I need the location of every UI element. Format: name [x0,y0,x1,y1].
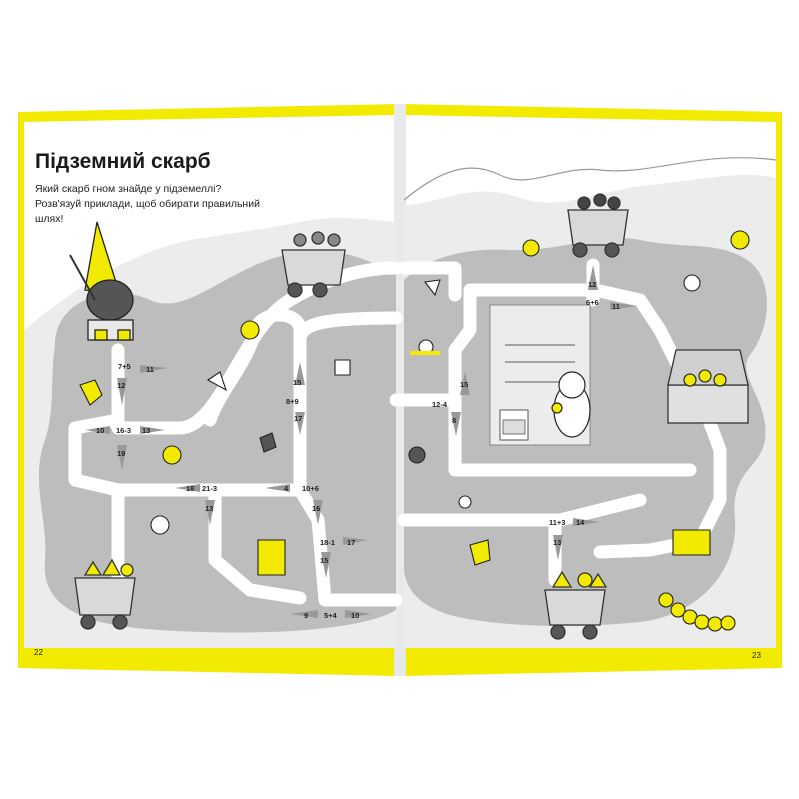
answer-label: 13 [553,538,562,547]
answer-label: 11 [146,365,154,374]
answer-label: 17 [294,414,303,423]
treasure-chest [667,349,749,424]
answer-label: 4 [284,484,289,493]
cart-gold-left [74,558,136,630]
page-title: Підземний скарб [35,150,211,173]
answer-label: 19 [117,449,126,458]
equation-label: 18-1 [320,538,336,547]
answer-label: 15 [293,378,302,387]
equation-label: 11+3 [549,518,566,527]
equation-label: 5+4 [324,611,337,620]
equation-label: 12-4 [432,400,448,409]
answer-label: 13 [205,504,214,513]
gems [79,230,750,576]
left-cave [38,250,396,633]
answer-label: 14 [576,518,585,527]
equation-label: 7+5 [118,362,131,371]
cart-coal [567,193,629,258]
answer-label: 10 [96,426,105,435]
answer-label: 18 [186,484,195,493]
snail-figure [410,339,440,355]
answer-label: 15 [320,556,329,565]
equation-label: 16-3 [116,426,132,435]
answer-label: 15 [460,380,469,389]
cart-carrots [281,231,346,298]
answer-label: 9 [304,611,309,620]
answer-label: 11 [612,302,620,311]
hamster-figure [551,371,591,438]
equation-label: 21-3 [202,484,218,493]
equation-label: 8+9 [286,397,299,406]
answer-label: 12 [588,280,597,289]
page-number-left: 22 [34,648,43,657]
answer-label: 13 [142,426,151,435]
direction-arrows [85,265,637,618]
caterpillar-figure [658,592,736,632]
page-number-right: 23 [752,651,761,660]
answer-label: 8 [452,416,457,425]
equation-label: 10+6 [302,484,319,493]
equation-label: 6+6 [586,298,599,307]
answer-label: 10 [351,611,360,620]
instructions-text: Який скарб гном знайде у підземеллі? Роз… [35,183,260,225]
answer-label: 12 [117,381,126,390]
cart-gold-right [544,570,608,640]
answer-label: 17 [347,538,356,547]
answer-label: 16 [312,504,321,513]
gnome-figure [69,221,134,341]
